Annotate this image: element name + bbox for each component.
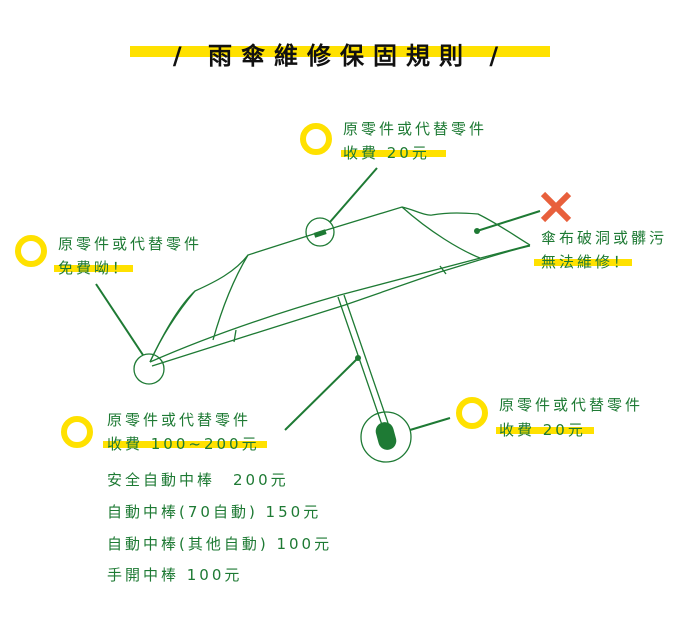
callout-top-price: 收費 20元 (343, 144, 430, 162)
price-item: 自動中棒(70自動) 150元 (107, 503, 322, 521)
rib-line (149, 244, 531, 363)
handle (375, 422, 397, 450)
leader-top (329, 167, 378, 223)
leader-canopy (476, 210, 541, 232)
callout-left-text: 原零件或代替零件 (58, 235, 203, 253)
callout-canopy-text: 傘布破洞或髒污 (541, 229, 668, 247)
leader-handle (409, 417, 451, 431)
price-item: 手開中棒 100元 (107, 566, 243, 584)
highlight-circle-tip (133, 353, 165, 385)
x-icon (540, 191, 572, 223)
canopy-outline (149, 206, 531, 363)
callout-canopy-note: 無法維修！ (541, 253, 632, 271)
rib-inner-2 (149, 290, 196, 363)
rib-line-2 (151, 245, 531, 367)
ok-circle-icon (15, 235, 47, 267)
highlight-circle-top (305, 217, 335, 247)
callout-top-text: 原零件或代替零件 (343, 120, 488, 138)
runner (313, 229, 327, 238)
price-item: 自動中棒(其他自動) 100元 (107, 535, 333, 553)
callout-handle-text: 原零件或代替零件 (499, 396, 644, 414)
rib-inner (212, 254, 249, 341)
price-item: 安全自動中棒 200元 (107, 471, 289, 489)
leader-shaft (284, 357, 359, 431)
title-highlight (130, 46, 550, 57)
canopy-fold (401, 206, 481, 259)
page-title: / 雨傘維修保固規則 / (172, 42, 508, 70)
ok-circle-icon (456, 397, 488, 429)
callout-left-price: 免費呦！ (58, 259, 131, 277)
leader-left (95, 283, 144, 356)
highlight-circle-handle (360, 411, 412, 463)
shaft (337, 294, 389, 426)
callout-shaft-text: 原零件或代替零件 (107, 411, 252, 429)
ok-circle-icon (300, 123, 332, 155)
callout-shaft-price: 收費 100~200元 (107, 435, 260, 453)
callout-handle-price: 收費 20元 (499, 421, 586, 439)
ok-circle-icon (61, 416, 93, 448)
